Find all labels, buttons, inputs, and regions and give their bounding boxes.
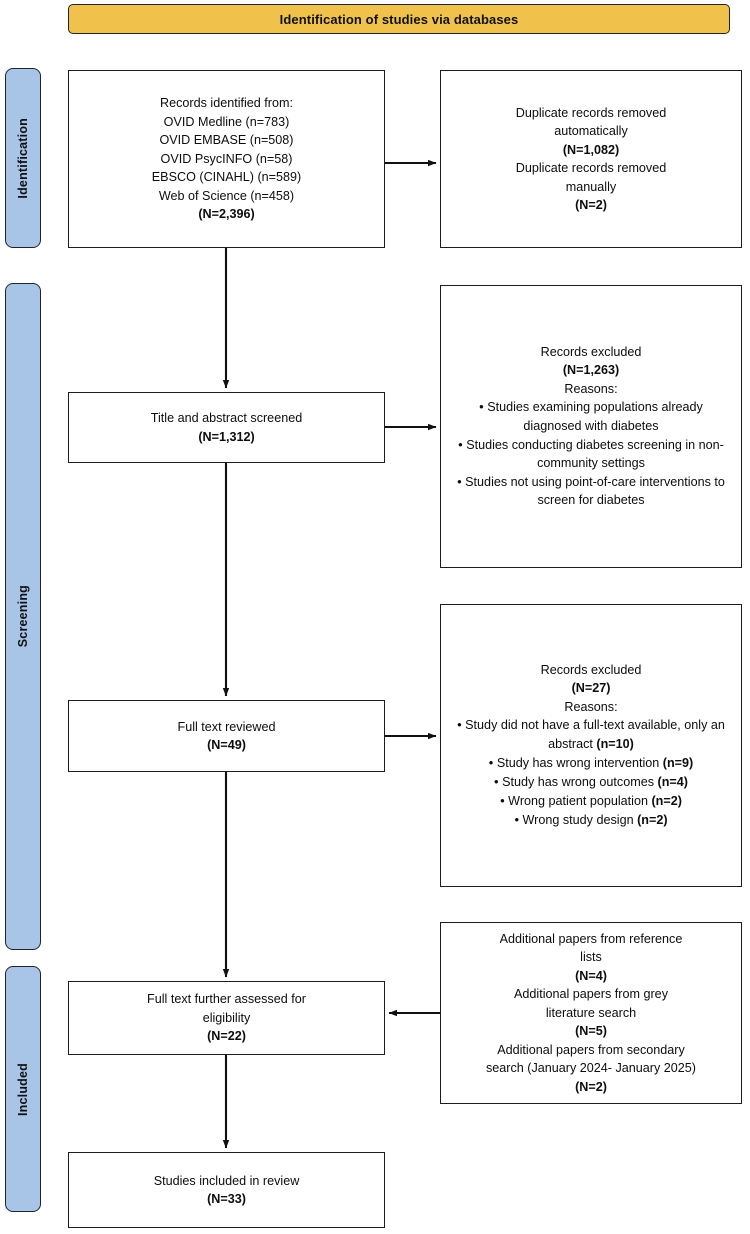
records-identified-line-5: EBSCO (CINAHL) (n=589) — [151, 170, 302, 185]
banner-label: Identification of studies via databases — [279, 11, 519, 27]
reason-item: • Study did not have a full-text availab… — [447, 716, 735, 752]
studies-included-label: Studies included in review — [153, 1173, 300, 1188]
node-additional-papers: Additional papers from reference lists (… — [440, 922, 742, 1104]
reason-text: Study did not have a full-text available… — [465, 718, 725, 751]
duplicates-removed-line-3: Duplicate records removed — [515, 161, 667, 175]
records-identified-line-3: OVID EMBASE (n=508) — [159, 133, 294, 148]
full-text-further-assessed-line-1: Full text further assessed for — [147, 992, 306, 1007]
reason-item: • Study has wrong intervention (n=9) — [447, 754, 735, 772]
reason-item: • Study has wrong outcomes (n=4) — [447, 773, 735, 791]
duplicates-removed-line-4: manually — [565, 179, 617, 194]
reason-count: (n=2) — [637, 813, 668, 827]
bullet-icon: • — [458, 436, 463, 452]
reason-item: • Wrong study design (n=2) — [447, 811, 735, 829]
full-text-further-assessed-line-2: eligibility — [202, 1010, 251, 1025]
node-records-identified: Records identified from: OVID Medline (n… — [68, 70, 385, 248]
reason-text: Study has wrong outcomes — [502, 774, 658, 789]
node-studies-included: Studies included in review (N=33) — [68, 1152, 385, 1228]
reason-text: Wrong patient population — [508, 793, 652, 808]
stage-label-screening: Screening — [5, 283, 41, 950]
duplicates-removed-count-auto: (N=1,082) — [562, 142, 620, 157]
reason-count: (n=9) — [662, 755, 694, 770]
records-identified-line-2: OVID Medline (n=783) — [163, 114, 290, 129]
stage-label-identification-text: Identification — [16, 117, 30, 199]
additional-papers-reference-line-2: lists — [580, 950, 602, 965]
reason-count: (n=10) — [596, 736, 634, 751]
reason-text: Wrong study design — [522, 813, 638, 827]
bullet-icon: • — [479, 399, 484, 415]
node-records-excluded-screening: Records excluded (N=1,263) Reasons: • St… — [440, 285, 742, 568]
reason-count: (n=2) — [651, 793, 682, 808]
node-title-abstract-screened: Title and abstract screened (N=1,312) — [68, 392, 385, 463]
full-text-reviewed-count: (N=49) — [207, 738, 246, 752]
records-excluded-screening-reason-list: • Studies examining populations already … — [447, 398, 735, 509]
node-duplicates-removed: Duplicate records removed automatically … — [440, 70, 742, 248]
bullet-icon: • — [514, 812, 520, 827]
additional-papers-reference-count: (N=4) — [575, 968, 607, 983]
additional-papers-secondary-line-1: Additional papers from secondary — [497, 1042, 685, 1057]
reason-item: • Studies not using point-of-care interv… — [447, 473, 735, 509]
full-text-further-assessed-count: (N=22) — [207, 1029, 246, 1044]
additional-papers-secondary-line-2: search (January 2024- January 2025) — [485, 1061, 697, 1076]
reason-text: Studies conducting diabetes screening in… — [466, 437, 724, 470]
full-text-reviewed-label: Full text reviewed — [177, 719, 276, 734]
bullet-icon: • — [500, 792, 505, 808]
records-excluded-fulltext-count: (N=27) — [571, 681, 611, 696]
duplicates-removed-line-2: automatically — [554, 124, 628, 138]
title-abstract-screened-label: Title and abstract screened — [150, 411, 303, 425]
records-excluded-fulltext-title: Records excluded — [540, 662, 642, 677]
additional-papers-grey-line-2: literature search — [545, 1005, 637, 1020]
node-full-text-further-assessed: Full text further assessed for eligibili… — [68, 981, 385, 1055]
reason-item: • Wrong patient population (n=2) — [447, 792, 735, 810]
records-excluded-screening-reasons-label: Reasons: — [564, 381, 618, 396]
bullet-icon: • — [488, 754, 494, 770]
node-records-excluded-fulltext: Records excluded (N=27) Reasons: • Study… — [440, 604, 742, 887]
title-abstract-screened-count: (N=1,312) — [198, 429, 255, 444]
bullet-icon: • — [457, 473, 462, 489]
studies-included-count: (N=33) — [207, 1192, 246, 1206]
stage-label-identification: Identification — [5, 68, 41, 248]
records-excluded-fulltext-reason-list: • Study did not have a full-text availab… — [447, 716, 735, 829]
records-identified-line-6: Web of Science (n=458) — [158, 188, 295, 203]
stage-label-screening-text: Screening — [16, 585, 30, 648]
duplicates-removed-line-1: Duplicate records removed — [515, 105, 667, 120]
duplicates-removed-count-manual: (N=2) — [575, 198, 607, 212]
stage-label-included: Included — [5, 966, 41, 1212]
records-excluded-screening-title: Records excluded — [540, 344, 642, 359]
banner-identification-via-databases: Identification of studies via databases — [68, 4, 730, 34]
additional-papers-grey-count: (N=5) — [575, 1024, 607, 1039]
bullet-icon: • — [457, 717, 462, 733]
records-excluded-screening-count: (N=1,263) — [562, 363, 620, 378]
records-identified-line-1: Records identified from: — [160, 96, 293, 111]
records-identified-total: (N=2,396) — [198, 207, 255, 222]
reason-text: Study has wrong intervention — [496, 755, 663, 770]
bullet-icon: • — [494, 773, 499, 789]
reason-item: • Studies examining populations already … — [447, 398, 735, 434]
records-identified-line-4: OVID PsycINFO (n=58) — [160, 151, 293, 166]
stage-label-included-text: Included — [16, 1062, 30, 1116]
reason-item: • Studies conducting diabetes screening … — [447, 436, 735, 472]
reason-text: Studies examining populations already di… — [487, 400, 703, 433]
records-excluded-fulltext-reasons-label: Reasons: — [564, 699, 618, 714]
node-full-text-reviewed: Full text reviewed (N=49) — [68, 700, 385, 772]
additional-papers-secondary-count: (N=2) — [575, 1079, 607, 1094]
additional-papers-grey-line-1: Additional papers from grey — [513, 987, 668, 1002]
additional-papers-reference-line-1: Additional papers from reference — [499, 931, 683, 946]
reason-count: (n=4) — [657, 774, 688, 789]
reason-text: Studies not using point-of-care interven… — [465, 474, 725, 507]
